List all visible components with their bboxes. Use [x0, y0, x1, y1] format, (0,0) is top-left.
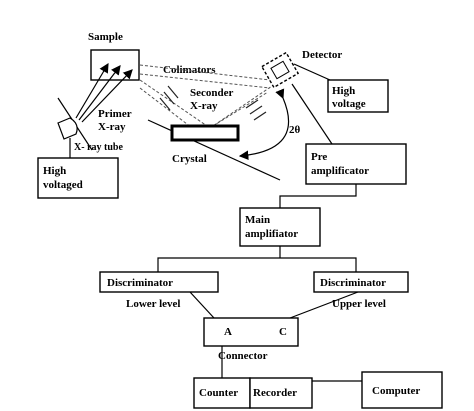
discriminator-left-box [99, 271, 219, 293]
computer-label: Computer [372, 385, 420, 397]
collimator-slits-right [245, 99, 267, 121]
xray-tube-label: X- ray tube [74, 142, 123, 153]
main-amplifier-line1: Main [245, 214, 270, 226]
upper-level-label: Upper level [332, 298, 386, 310]
lower-level-label: Lower level [126, 298, 180, 310]
detector-to-pre-amp-link [291, 83, 333, 145]
high-voltaged-left-line2: voltaged [43, 179, 83, 191]
lower-to-connector-link [189, 291, 215, 319]
pre-amplifier-line1: Pre [311, 151, 327, 163]
crystal-box [170, 124, 240, 142]
connector-box [203, 317, 299, 347]
two-theta-arc [238, 88, 290, 161]
crystal-reference-line [147, 119, 281, 181]
main-amplifier-line2: amplifiator [245, 228, 298, 240]
pre-to-main-link [279, 184, 357, 208]
connector-a-label: A [224, 326, 232, 338]
recorder-box [249, 377, 313, 409]
detector-to-hv-link [293, 63, 331, 81]
computer-box [361, 371, 443, 409]
primer-xray-label-2: X-ray [98, 121, 126, 133]
connector-label: Connector [218, 350, 268, 362]
detector-label: Detector [302, 49, 342, 61]
high-voltaged-left-line1: High [43, 165, 66, 177]
high-voltage-right-box [327, 79, 389, 113]
xray-tube-icon [57, 117, 78, 140]
two-theta-label: 2θ [289, 124, 301, 136]
crystal-label: Crystal [172, 153, 207, 165]
connector-c-label: C [279, 326, 287, 338]
high-voltage-right-line1: High [332, 85, 355, 97]
recorder-label: Recorder [253, 387, 297, 399]
main-amplifier-box [239, 207, 321, 247]
colimators-label: Colimators [163, 64, 216, 76]
primary-xray-arrows [75, 62, 133, 123]
sample-label: Sample [88, 31, 123, 43]
upper-to-connector-link [289, 291, 359, 319]
high-voltage-right-line2: voltage [332, 98, 366, 110]
discriminator-right-label: Discriminator [320, 277, 386, 289]
pre-amplifier-box [305, 143, 407, 185]
primer-xray-label-1: Primer [98, 108, 132, 120]
collimator-slits-left [159, 85, 179, 111]
pre-amplifier-line2: amplificator [311, 165, 369, 177]
discriminator-right-box [313, 271, 409, 293]
seconder-xray-label-1: Seconder [190, 87, 234, 99]
main-to-discriminators-link [157, 257, 357, 272]
detector-icon [260, 51, 300, 89]
counter-label: Counter [199, 387, 238, 399]
sample-box [90, 49, 140, 81]
seconder-xray-label-2: X-ray [190, 100, 218, 112]
discriminator-left-label: Discriminator [107, 277, 173, 289]
high-voltaged-left-box [37, 157, 119, 199]
